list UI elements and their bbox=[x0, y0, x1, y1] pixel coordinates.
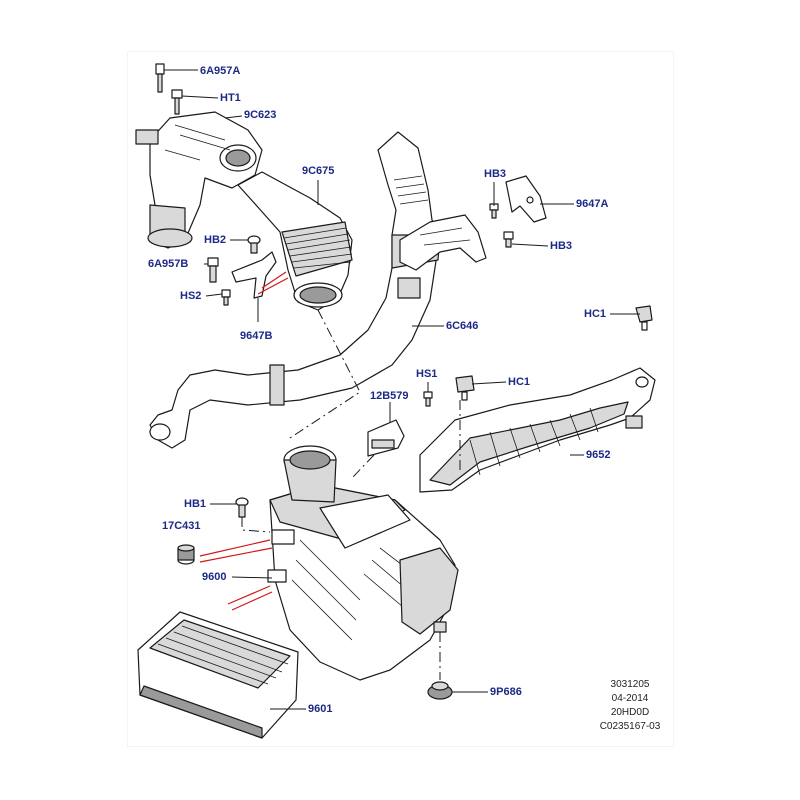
label-6a957a: 6A957A bbox=[200, 65, 241, 77]
label-hb3-lower: HB3 bbox=[550, 240, 573, 252]
part-hc1-clip-center bbox=[455, 375, 475, 401]
label-9647b: 9647B bbox=[240, 330, 273, 342]
part-9c623-adaptor bbox=[135, 111, 263, 249]
part-hb3-bolt-upper bbox=[489, 203, 499, 219]
part-17c431-grommet bbox=[177, 544, 195, 565]
label-9647a: 9647A bbox=[576, 198, 609, 210]
part-9p686-grommet bbox=[427, 621, 453, 700]
label-hs2: HS2 bbox=[180, 290, 202, 302]
ref-line-3: 20HD0D bbox=[610, 707, 650, 718]
label-9652: 9652 bbox=[586, 449, 611, 461]
label-12b579: 12B579 bbox=[370, 390, 409, 402]
part-9c675-hose bbox=[237, 171, 353, 311]
assembly-line-2 bbox=[351, 454, 375, 479]
label-hb2: HB2 bbox=[204, 234, 227, 246]
label-hb3-upper: HB3 bbox=[484, 168, 507, 180]
part-resonator-bracket bbox=[399, 214, 487, 271]
part-12b579-sensor bbox=[367, 419, 405, 457]
label-9p686: 9P686 bbox=[490, 686, 522, 698]
leader-ht1 bbox=[181, 95, 219, 99]
part-hb3-bolt-lower bbox=[503, 231, 514, 248]
label-6c646: 6C646 bbox=[446, 320, 479, 332]
part-ht1-bolt bbox=[171, 89, 183, 115]
label-ht1: HT1 bbox=[220, 92, 241, 104]
label-6a957b: 6A957B bbox=[148, 258, 189, 270]
assembly-line-1 bbox=[289, 309, 361, 439]
assembly-line-5 bbox=[241, 517, 271, 533]
ref-line-2: 04-2014 bbox=[611, 693, 649, 704]
label-hc1-right: HC1 bbox=[584, 308, 607, 320]
part-9601-filter bbox=[137, 611, 299, 739]
label-hb1: HB1 bbox=[184, 498, 207, 510]
part-9652-scoop bbox=[419, 367, 656, 493]
red-leader-9600 bbox=[227, 585, 273, 611]
label-9601: 9601 bbox=[308, 703, 333, 715]
label-hc1-center: HC1 bbox=[508, 376, 531, 388]
leader-hb3b bbox=[511, 243, 549, 247]
leader-hc1b bbox=[471, 381, 507, 385]
part-hc1-clip-right bbox=[635, 305, 653, 331]
leader-9600 bbox=[231, 576, 273, 579]
part-hs1-screw bbox=[423, 391, 433, 407]
part-9647a-bracket bbox=[505, 175, 547, 223]
leader-hs2 bbox=[205, 293, 223, 297]
label-9c675: 9C675 bbox=[302, 165, 335, 177]
ref-line-4: C0235167-03 bbox=[599, 721, 661, 732]
part-hs2-screw bbox=[221, 289, 231, 306]
part-9647b-bracket bbox=[231, 251, 277, 299]
leader-9c623 bbox=[224, 115, 243, 119]
part-6a957b-stud bbox=[207, 257, 219, 283]
part-hb2-bolt bbox=[247, 235, 261, 254]
label-hs1: HS1 bbox=[416, 368, 438, 380]
label-17c431: 17C431 bbox=[162, 520, 201, 532]
part-hb1-bolt bbox=[235, 497, 249, 518]
ref-line-1: 3031205 bbox=[610, 679, 650, 690]
red-leader-9c675 bbox=[257, 271, 289, 295]
red-leader-17c431 bbox=[199, 539, 273, 563]
part-9600-air-cleaner bbox=[267, 445, 459, 681]
label-9c623: 9C623 bbox=[244, 109, 277, 121]
part-6a957a-clip bbox=[155, 63, 165, 93]
label-9600: 9600 bbox=[202, 571, 227, 583]
